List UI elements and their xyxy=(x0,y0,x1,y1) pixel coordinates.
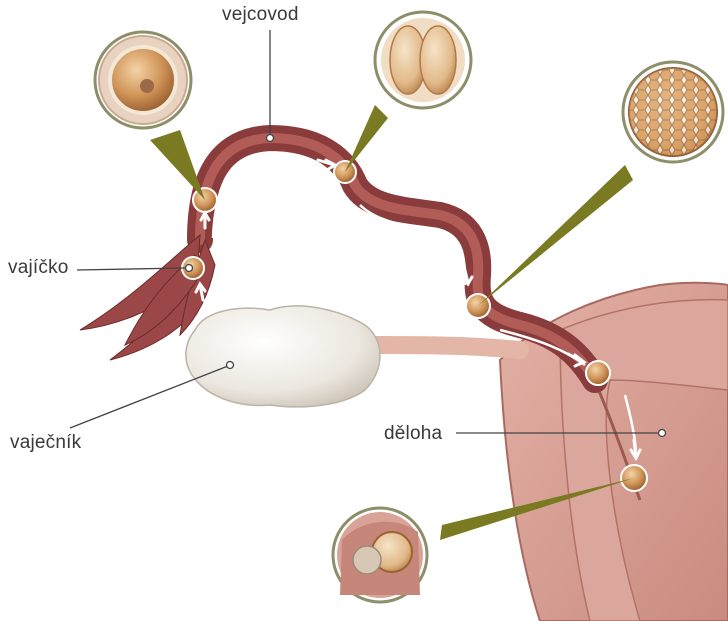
ovary-label: vaječník xyxy=(10,432,81,454)
blastocyst-stage xyxy=(586,361,610,385)
uterus-label: děloha xyxy=(384,423,442,445)
zoom-two-cell xyxy=(375,12,471,108)
zoom-implantation xyxy=(333,508,427,602)
ovarian-ligament xyxy=(370,345,520,350)
zoom-egg xyxy=(95,32,191,128)
egg-label: vajíčko xyxy=(8,257,69,279)
ovary xyxy=(186,306,380,407)
oviduct-label: vejcovod xyxy=(222,4,299,26)
zoom-morula xyxy=(623,62,723,162)
